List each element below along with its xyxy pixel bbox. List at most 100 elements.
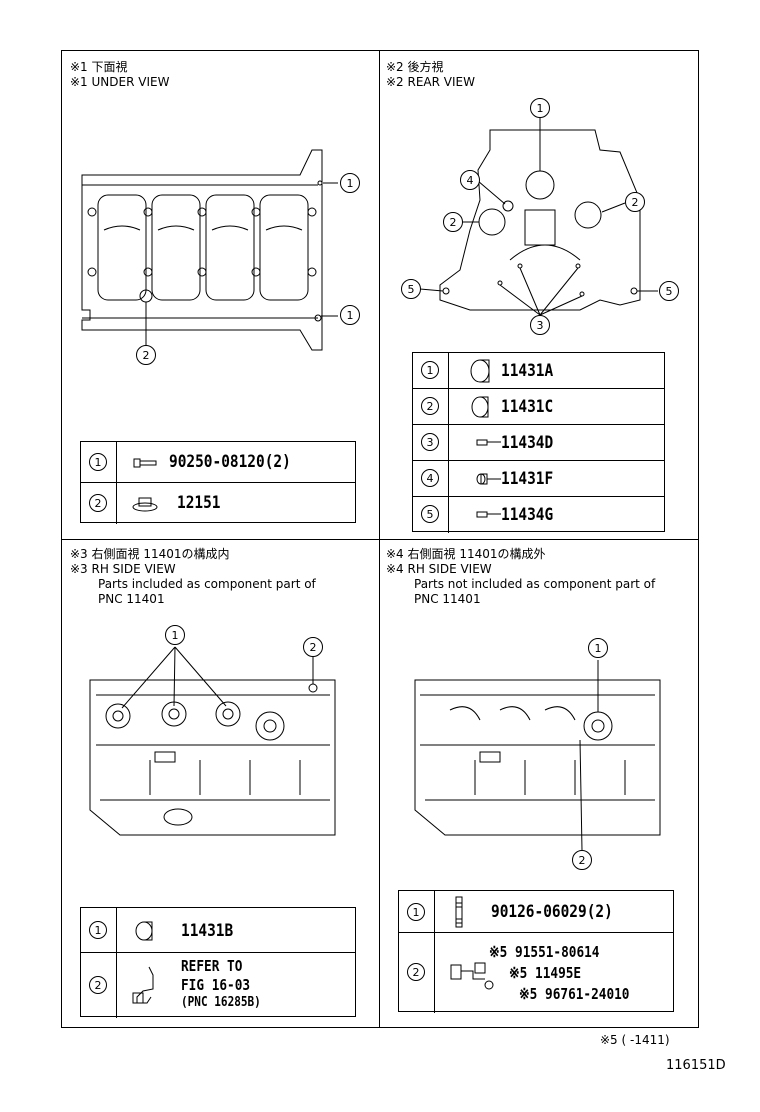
q2-parts-row: 4 11431F [413, 461, 664, 497]
q4-caption-en: ※4 RH SIDE VIEW [386, 562, 492, 576]
bolt-icon [133, 458, 157, 468]
small-pin-icon [476, 511, 501, 518]
q1-row-num-cell: 2 [81, 483, 117, 524]
q3-caption-desc: Parts included as component part of [98, 577, 316, 591]
q3-parts-table: 1 11431B 2 REFER TO FIG 16-03 (PNC 16285… [80, 907, 356, 1018]
cup-plug-icon [471, 396, 489, 418]
q1-row-num: 1 [89, 453, 107, 471]
q4-row-num-cell: 1 [399, 891, 435, 932]
under-view-block-drawing [81, 149, 338, 351]
stud-bolt-icon [455, 896, 463, 928]
large-cup-plug-icon [470, 359, 490, 383]
q1-part-number: 12151 [177, 493, 221, 513]
q2-callout-1: 1 [530, 98, 550, 118]
q4-callout-2: 2 [572, 850, 592, 870]
q4-caption-pnc: PNC 11401 [414, 592, 481, 606]
q2-parts-row: 1 11431A [413, 353, 664, 389]
q2-parts-row: 2 11431C [413, 389, 664, 425]
q1-parts-table: 1 90250-08120(2) 2 12151 [80, 441, 356, 524]
q3-row-num-cell: 2 [81, 953, 117, 1018]
q2-callout-3: 3 [530, 315, 550, 335]
q3-row-num-cell: 1 [81, 908, 117, 952]
q1-caption: ※1 下面視 ※1 UNDER VIEW [70, 60, 169, 90]
q4-callout-1: 1 [588, 638, 608, 658]
q4-part-number: 90126-06029(2) [491, 902, 613, 922]
q2-part-number: 11431F [501, 469, 554, 489]
q1-caption-en: ※1 UNDER VIEW [70, 75, 170, 89]
q2-callout-5-right: 5 [659, 281, 679, 301]
sensor-assembly-icon [450, 962, 494, 990]
q2-part-number: 11431A [501, 361, 554, 381]
q3-caption-en: ※3 RH SIDE VIEW [70, 562, 176, 576]
q2-row-num-cell: 1 [413, 353, 449, 388]
q3-parts-row: 2 REFER TO FIG 16-03 (PNC 16285B) [81, 953, 355, 1018]
small-pin-icon [476, 439, 501, 446]
quadrant-divider-horizontal [61, 539, 699, 540]
q4-side-block-drawing [414, 660, 661, 851]
q1-row-num: 2 [89, 494, 107, 512]
q2-row-num-cell: 5 [413, 497, 449, 533]
q2-row-num-cell: 3 [413, 425, 449, 460]
q2-part-number: 11434D [501, 433, 554, 453]
q3-row-num: 2 [89, 976, 107, 994]
q4-caption-jp: ※4 右側面視 11401の構成外 [386, 547, 546, 561]
q1-callout-1-bottom: 1 [340, 305, 360, 325]
small-plug-icon [476, 473, 501, 485]
q4-parts-table: 1 90126-06029(2) 2 ※5 91551-80614 ※5 114… [398, 890, 674, 1013]
q3-refer-line: REFER TO [181, 957, 243, 975]
footnote-note5: ※5 ( -1411) [600, 1033, 670, 1047]
q4-caption: ※4 右側面視 11401の構成外 ※4 RH SIDE VIEW Parts … [386, 547, 655, 607]
q2-part-number: 11431C [501, 397, 554, 417]
q2-row-num: 4 [421, 469, 439, 487]
q1-parts-row: 2 12151 [81, 483, 355, 524]
q2-caption-jp: ※2 後方視 [386, 60, 444, 74]
q2-caption: ※2 後方視 ※2 REAR VIEW [386, 60, 475, 90]
q4-parts-row: 2 ※5 91551-80614 ※5 11495E ※5 96761-2401… [399, 933, 673, 1013]
q2-row-num: 3 [421, 433, 439, 451]
q1-caption-jp: ※1 下面視 [70, 60, 128, 74]
q3-callout-2: 2 [303, 637, 323, 657]
q2-callout-2-left: 2 [443, 212, 463, 232]
q3-caption-pnc: PNC 11401 [98, 592, 165, 606]
q2-parts-row: 3 11434D [413, 425, 664, 461]
q2-callout-4: 4 [460, 170, 480, 190]
q2-row-num: 5 [421, 505, 439, 523]
q1-callout-1-top: 1 [340, 173, 360, 193]
q4-parts-row: 1 90126-06029(2) [399, 891, 673, 933]
q3-refer-fig: FIG 16-03 [181, 976, 251, 994]
q2-parts-row: 5 11434G [413, 497, 664, 533]
q4-sub-part-3: ※5 96761-24010 [519, 985, 630, 1003]
q2-row-num-cell: 2 [413, 389, 449, 424]
q2-callout-5-left: 5 [401, 279, 421, 299]
sensor-bracket-icon [132, 966, 154, 1004]
figure-id: 116151D [666, 1058, 726, 1073]
q3-side-block-drawing [89, 646, 336, 836]
q3-part-number: 11431B [181, 921, 234, 941]
q4-row-num: 1 [407, 903, 425, 921]
q4-row-num-cell: 2 [399, 933, 435, 1013]
cup-plug-icon [135, 921, 153, 941]
q3-parts-row: 1 11431B [81, 908, 355, 953]
q4-row-num: 2 [407, 963, 425, 981]
q2-caption-en: ※2 REAR VIEW [386, 75, 475, 89]
q1-part-number: 90250-08120(2) [169, 452, 291, 472]
q2-part-number: 11434G [501, 505, 554, 525]
q2-callout-2-right: 2 [625, 192, 645, 212]
q1-parts-row: 1 90250-08120(2) [81, 442, 355, 483]
plug-icon [132, 497, 158, 512]
q4-caption-desc: Parts not included as component part of [414, 577, 656, 591]
q3-refer-pnc: (PNC 16285B) [181, 995, 261, 1010]
rear-view-block-drawing [419, 115, 658, 316]
q2-row-num: 2 [421, 397, 439, 415]
q3-caption-jp: ※3 右側面視 11401の構成内 [70, 547, 230, 561]
q2-row-num-cell: 4 [413, 461, 449, 496]
q2-row-num: 1 [421, 361, 439, 379]
q3-callout-1: 1 [165, 625, 185, 645]
q2-parts-table: 1 11431A 2 11431C 3 11434D 4 11431F 5 11… [412, 352, 665, 533]
q3-row-num: 1 [89, 921, 107, 939]
q1-callout-2: 2 [136, 345, 156, 365]
q4-sub-part-2: ※5 11495E [509, 964, 582, 982]
q4-sub-part-1: ※5 91551-80614 [489, 943, 600, 961]
q3-caption: ※3 右側面視 11401の構成内 ※3 RH SIDE VIEW Parts … [70, 547, 316, 607]
